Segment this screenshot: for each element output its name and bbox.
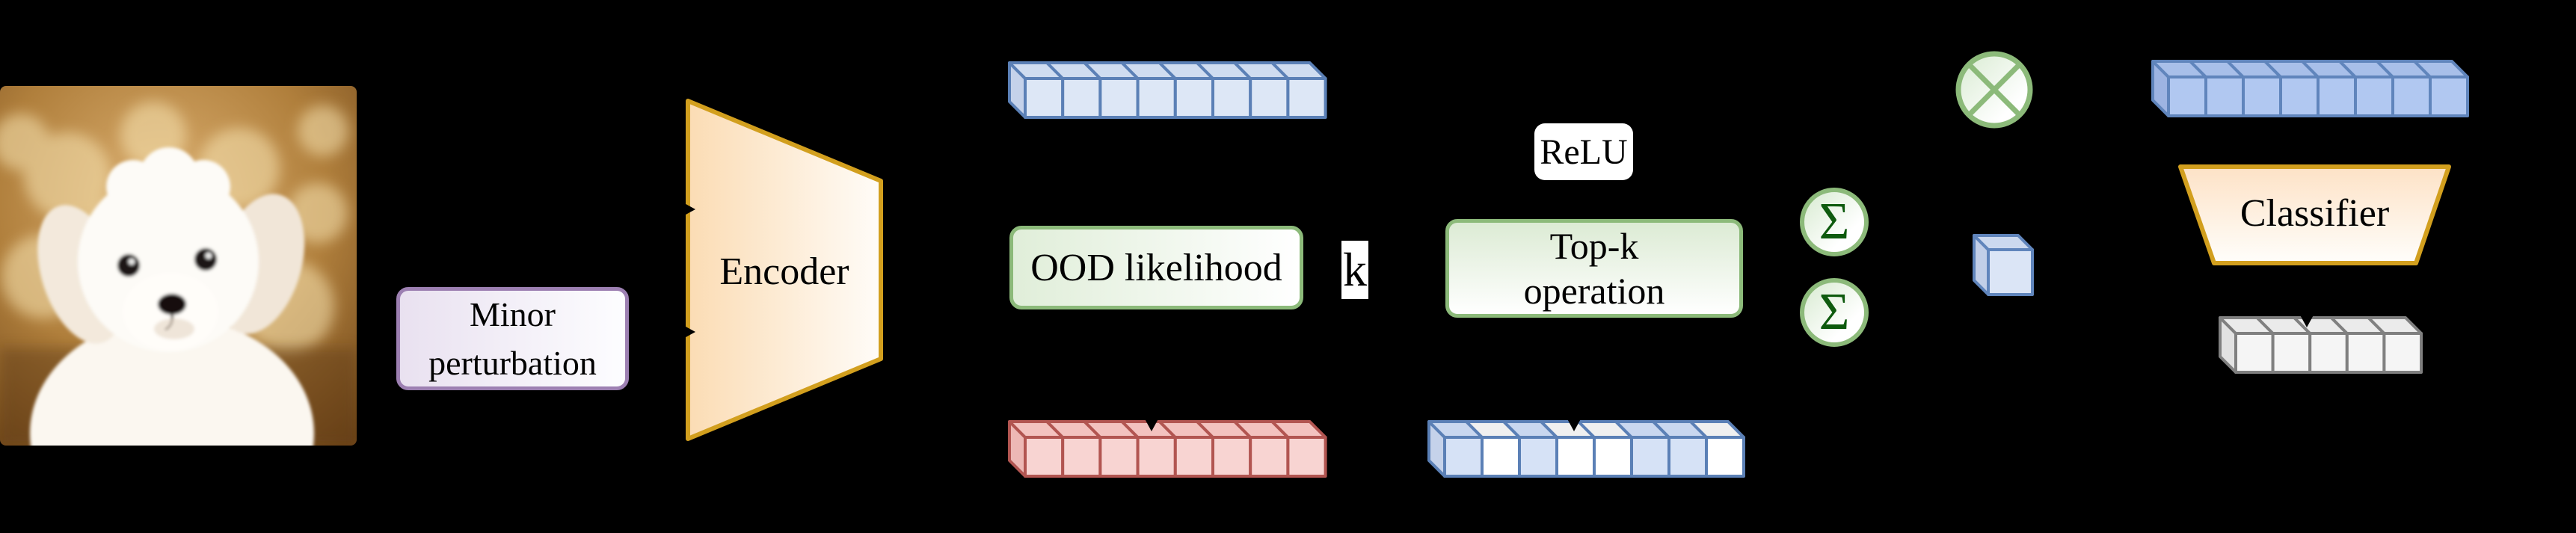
classifier-trapezoid xyxy=(2178,164,2451,265)
minor-perturbation-box: Minor perturbation xyxy=(396,287,629,390)
arrowhead-mark xyxy=(1143,415,1161,431)
arrowhead-mark xyxy=(1565,415,1583,431)
sum-operator-bottom: Σ xyxy=(1800,278,1869,347)
topk-line2: operation xyxy=(1523,270,1665,312)
puppy-illustration xyxy=(0,86,357,446)
relu-box: ReLU xyxy=(1534,123,1633,180)
circled-x-icon xyxy=(1955,51,2033,129)
encoder-label: Encoder xyxy=(719,250,849,293)
feature-cube xyxy=(1973,234,2034,296)
topk-mask-vector xyxy=(1427,420,1745,478)
multiply-operator xyxy=(1954,49,2035,130)
arrowhead-mark xyxy=(2298,311,2316,327)
encoder-trapezoid xyxy=(686,99,883,441)
sigma-icon: Σ xyxy=(1819,283,1850,341)
arrowhead-mark xyxy=(679,200,695,218)
sum-operator-top: Σ xyxy=(1800,188,1869,256)
topk-operation-box: Top-k operation xyxy=(1445,219,1743,318)
ood-score-vector xyxy=(1008,420,1327,478)
ood-likelihood-box: OOD likelihood xyxy=(1009,226,1303,309)
k-label: k xyxy=(1341,241,1368,299)
ood-likelihood-label: OOD likelihood xyxy=(1030,246,1282,289)
minor-perturbation-line1: Minor xyxy=(470,295,556,333)
puppy xyxy=(30,147,314,446)
sigma-icon: Σ xyxy=(1819,193,1850,250)
input-puppy-image xyxy=(0,86,357,446)
classifier-label: Classifier xyxy=(2240,192,2390,235)
logits-vector xyxy=(2219,316,2423,374)
embedding-vector xyxy=(1008,61,1327,119)
scaled-embedding-vector xyxy=(2151,60,2469,117)
relu-label: ReLU xyxy=(1540,132,1628,172)
arrowhead-mark xyxy=(679,323,695,341)
minor-perturbation-line2: perturbation xyxy=(428,344,597,382)
topk-line1: Top-k xyxy=(1549,225,1639,267)
